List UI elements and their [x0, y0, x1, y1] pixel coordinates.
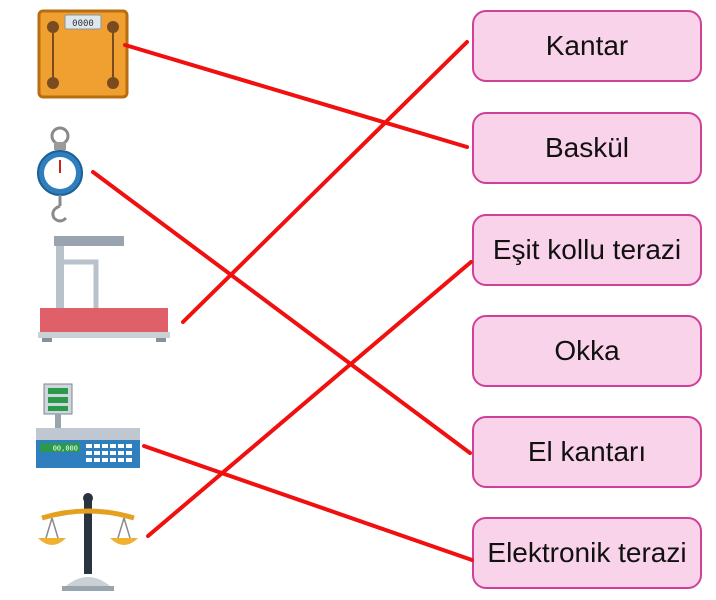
label-elektronik-terazi[interactable]: Elektronik terazi [472, 517, 702, 589]
digital-scale-icon: 00,000 [36, 383, 140, 468]
connection-platform-scale-to-kantar [181, 40, 469, 324]
platform-scale-icon [38, 236, 170, 342]
digital-scale-readout: 00,000 [53, 445, 78, 453]
label-okka[interactable]: Okka [472, 315, 702, 387]
connection-bathroom-scale-to-baskul [123, 43, 469, 149]
bathroom-scale-readout: 0000 [72, 19, 94, 29]
bathroom-scale-icon: 0000 [37, 9, 129, 99]
connection-balance-scale-to-esit-kollu-terazi [146, 260, 473, 538]
label-el-kantari[interactable]: El kantarı [472, 416, 702, 488]
connection-digital-scale-to-elektronik-terazi [142, 444, 474, 562]
label-esit-kollu-terazi[interactable]: Eşit kollu terazi [472, 214, 702, 286]
hanging-scale-icon [37, 126, 83, 223]
balance-scale-icon [38, 493, 138, 591]
label-baskul[interactable]: Baskül [472, 112, 702, 184]
label-kantar[interactable]: Kantar [472, 10, 702, 82]
connection-hanging-scale-to-el-kantari [91, 170, 472, 455]
